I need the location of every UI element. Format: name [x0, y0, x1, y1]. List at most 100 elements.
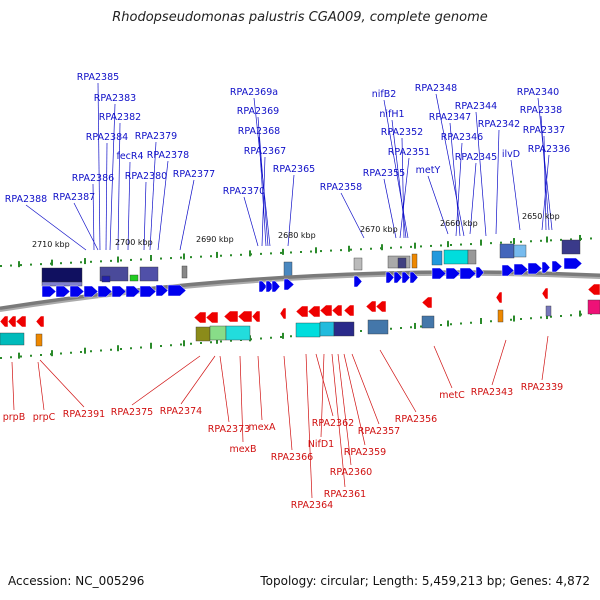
bottom-gene-label: RPA2360	[330, 467, 372, 478]
reverse-gene-arrow	[319, 304, 333, 317]
forward-gene-arrow	[431, 267, 447, 280]
ruler-dot-top	[270, 252, 272, 255]
feature-box	[101, 275, 111, 283]
top-label-leader	[449, 122, 461, 237]
ruler-dot-top	[550, 239, 552, 242]
reverse-gene-arrow	[331, 304, 343, 317]
ruler-dot-top	[310, 250, 312, 253]
feature-boxes	[0, 239, 600, 347]
top-label-leader	[105, 142, 108, 251]
forward-gene-arrow	[111, 285, 127, 298]
ruler-tick-bottom	[150, 342, 152, 349]
ruler-dot-top	[180, 256, 182, 259]
top-label-leader	[435, 93, 465, 237]
ruler-dot-top	[420, 245, 422, 248]
top-label-leader	[427, 175, 449, 235]
top-label-leader	[92, 183, 95, 251]
feature-box	[41, 281, 83, 287]
forward-gene-arrow	[125, 285, 141, 298]
bottom-gene-label: RPA2356	[395, 414, 437, 425]
ruler-dot-bottom	[400, 327, 402, 329]
ruler-dot-bottom	[140, 346, 142, 349]
feature-box	[283, 261, 293, 277]
top-gene-label: RPA2369	[237, 106, 279, 117]
top-label-leader	[258, 136, 267, 247]
forward-gene-arrow	[385, 271, 395, 284]
ruler-dot-bottom	[40, 354, 42, 356]
top-label-leader	[401, 137, 405, 239]
feature-box	[209, 325, 227, 341]
reverse-gene-arrow	[587, 283, 600, 296]
bottom-gene-label: RPA2343	[471, 387, 513, 398]
genome-title: Rhodopseudomonas palustris CGA009, compl…	[112, 10, 488, 25]
ruler-dot-top	[410, 245, 412, 248]
top-label-leader	[257, 116, 269, 247]
ruler-dot-top	[90, 260, 92, 263]
kbp-label: 2690 kbp	[196, 235, 234, 244]
reverse-gene-arrow	[307, 305, 321, 318]
feature-box	[411, 253, 418, 269]
genome-summary-text: Topology: circular; Length: 5,459,213 bp…	[260, 574, 590, 588]
bottom-label-leader	[131, 355, 201, 406]
feature-box	[561, 239, 581, 255]
bottom-label-leader	[343, 353, 366, 446]
ruler-dot-top	[360, 248, 362, 251]
reverse-gene-arrow	[541, 287, 549, 300]
ruler-tick-bottom	[183, 340, 185, 347]
feature-box	[41, 267, 83, 283]
ruler-dot-top	[160, 257, 162, 260]
bottom-label-leader	[337, 353, 352, 466]
top-label-leader	[537, 97, 553, 231]
top-gene-label: RPA2382	[99, 112, 141, 123]
forward-gene-arrow	[501, 264, 515, 277]
bottom-label-leader	[331, 353, 346, 488]
ruler-tick-top	[249, 250, 251, 257]
ruler-dot-top	[320, 250, 322, 253]
ruler-dot-top	[470, 243, 472, 246]
top-label-leader	[340, 192, 365, 239]
forward-gene-arrow	[258, 280, 268, 293]
top-gene-label: RPA2340	[517, 87, 559, 98]
feature-box	[497, 309, 504, 323]
forward-gene-arrow	[459, 267, 477, 280]
ruler-dot-top	[340, 249, 342, 252]
kbp-label: 2670 kbp	[360, 225, 398, 234]
ruler-dot-top	[260, 252, 262, 255]
bottom-label-leader	[351, 353, 380, 425]
bottom-gene-label: mexA	[248, 422, 276, 433]
feature-box	[181, 265, 188, 279]
top-label-leader	[543, 135, 547, 231]
ruler-dot-bottom	[60, 352, 62, 355]
reverse-gene-arrow	[205, 311, 219, 324]
top-label-leader	[475, 111, 487, 237]
ruler-tick-top	[513, 238, 515, 245]
ruler-dot-bottom	[180, 343, 182, 346]
ruler-tick-top	[150, 255, 152, 261]
forward-gene-arrow	[271, 280, 281, 293]
ruler-tick-top	[84, 258, 86, 265]
reverse-gene-arrow	[7, 315, 17, 328]
top-gene-label: RPA2355	[363, 168, 405, 179]
top-label-leader	[117, 122, 121, 251]
feature-box	[431, 250, 443, 266]
forward-gene-arrow	[139, 285, 157, 298]
ruler-dot-bottom	[30, 354, 32, 357]
ruler-dot-bottom	[280, 336, 282, 338]
forward-gene-arrow	[551, 260, 563, 273]
bottom-label-leader	[491, 339, 507, 386]
top-gene-label: RPA2346	[441, 132, 483, 143]
ruler-tick-top	[117, 256, 119, 263]
top-label-leader	[399, 157, 410, 239]
forward-gene-arrow	[69, 285, 85, 298]
top-gene-label: fecR4	[116, 151, 143, 162]
top-gene-label: RPA2347	[429, 112, 471, 123]
ruler-dot-top	[390, 246, 392, 249]
ruler-dot-top	[450, 244, 452, 246]
forward-gene-arrow	[265, 280, 275, 293]
top-label-leader	[149, 141, 157, 251]
reverse-gene-arrow	[35, 315, 45, 328]
reverse-gene-arrow	[365, 300, 377, 313]
ruler-dot-top	[240, 253, 242, 256]
feature-box	[0, 332, 25, 346]
